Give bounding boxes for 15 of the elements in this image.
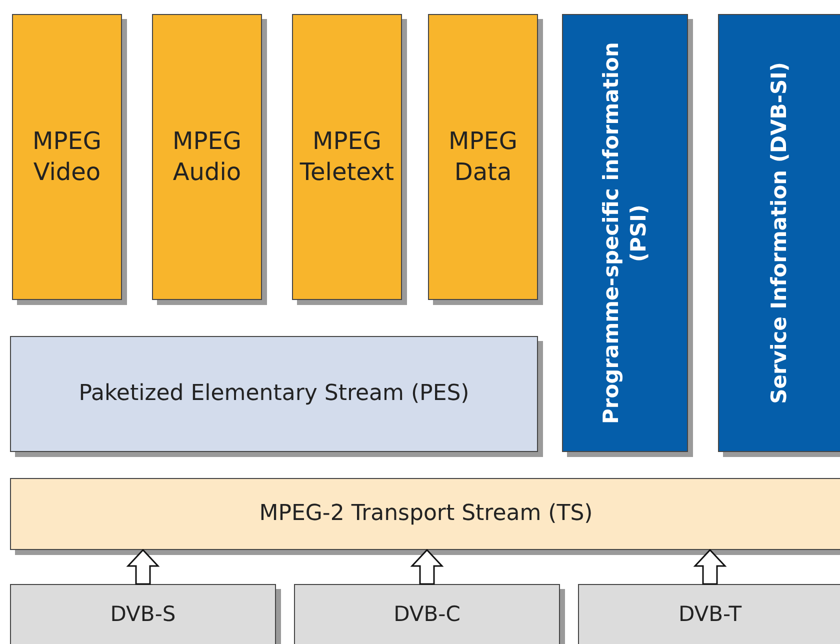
layer-box [578, 584, 840, 644]
layer-label: Paketized Elementary Stream (PES) [78, 380, 470, 408]
layer-label: DVB-C [394, 601, 460, 628]
layer-label: DVB-S [110, 601, 176, 628]
block-arrow [693, 548, 727, 585]
layer-label: Service Information (DVB-SI) [766, 62, 792, 404]
block-arrow [410, 548, 444, 585]
layer-label: MPEG Teletext [298, 126, 396, 188]
layer-label: MPEG-2 Transport Stream (TS) [259, 500, 593, 528]
layer-label: MPEG Video [32, 126, 102, 188]
layer-label: Programme-specific information (PSI) [598, 41, 651, 426]
block-arrow [126, 548, 160, 585]
layer-label: MPEG Audio [172, 126, 242, 188]
layer-label: DVB-T [678, 601, 742, 628]
layer-label: MPEG Data [448, 126, 518, 188]
